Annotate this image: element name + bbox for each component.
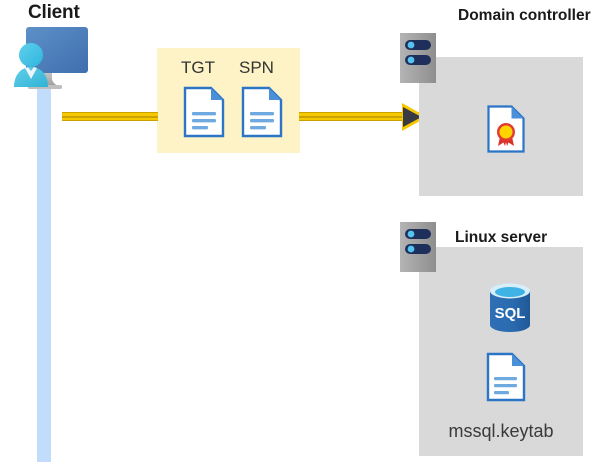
linux-server-rack-icon bbox=[400, 222, 436, 272]
spn-label: SPN bbox=[239, 58, 274, 77]
domain-controller-server-rack-icon bbox=[400, 33, 436, 83]
svg-text:SQL: SQL bbox=[495, 305, 526, 322]
keytab-filename-label: mssql.keytab bbox=[448, 421, 554, 441]
arrow-right-icon bbox=[402, 103, 428, 131]
spn-document-icon bbox=[241, 86, 283, 143]
message-payload-box: TGT SPN bbox=[157, 48, 300, 153]
linux-server-panel bbox=[419, 247, 583, 456]
arrow-segment-left bbox=[62, 112, 158, 121]
tgt-document-icon bbox=[183, 86, 225, 143]
client-label: Client bbox=[28, 2, 80, 23]
sql-database-icon: SQL bbox=[485, 281, 535, 340]
arrow-segment-right bbox=[299, 112, 421, 121]
keytab-document-icon bbox=[486, 352, 526, 407]
certificate-document-icon bbox=[487, 105, 525, 158]
user-monitor-icon bbox=[6, 24, 90, 92]
tgt-label: TGT bbox=[181, 58, 215, 77]
client-lifeline bbox=[37, 78, 51, 462]
linux-server-title: Linux server bbox=[455, 229, 548, 246]
domain-controller-title: Domain controller bbox=[458, 7, 591, 24]
